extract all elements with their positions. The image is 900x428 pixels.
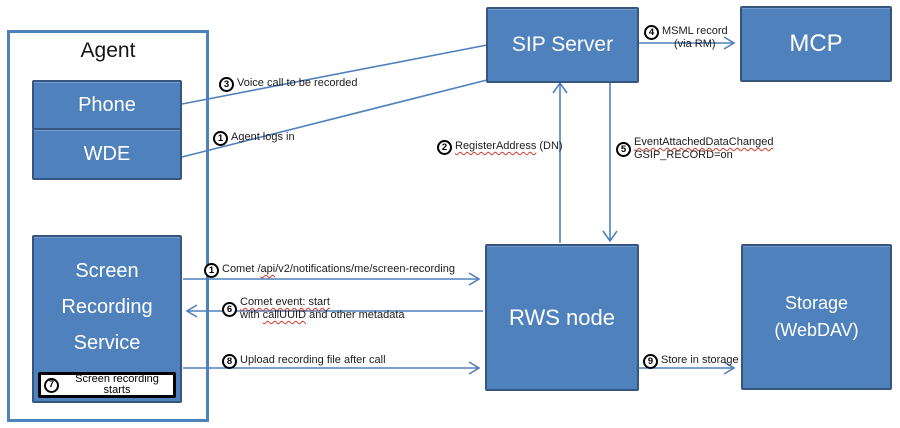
step-7-badge: 7 [44, 377, 59, 393]
step-9-store-label: 9 Store in storage [643, 354, 739, 369]
voice-call-text: Voice call to be recorded [237, 77, 358, 89]
arrow-event-attached [602, 82, 618, 243]
step-6-badge: 6 [222, 301, 237, 317]
storage-label-line: (WebDAV) [774, 320, 859, 340]
storage-label-line: Storage [784, 293, 849, 313]
step-4-badge: 4 [644, 25, 659, 40]
event-attached-text: EventAttachedDataChanged GSIP_RECORD=on [634, 136, 774, 161]
screen-recording-service-box: Screen Recording Service 7 Screen record… [32, 235, 182, 403]
step-1-agent-logs-in-label: 1 Agent logs in [213, 131, 295, 146]
screen-recording-starts-text: Screen recording starts [75, 373, 159, 396]
step-3-badge: 3 [219, 77, 234, 92]
register-address-text: RegisterAddress (DN) [455, 140, 563, 152]
wde-box: WDE [32, 128, 182, 180]
step-1b-badge: 1 [204, 263, 219, 278]
line-agent-logs-in [181, 79, 488, 158]
msml-record-text: MSML record (via RM) [662, 25, 728, 50]
sip-server-box: SIP Server [486, 7, 639, 83]
arrow-comet-subscribe [183, 272, 481, 286]
agent-label: Agent [80, 39, 136, 62]
step-1-badge: 1 [213, 131, 228, 146]
step-5-event-attached-label: 5 EventAttachedDataChanged GSIP_RECORD=o… [616, 136, 773, 162]
arrow-register-address [552, 81, 568, 243]
store-text: Store in storage [661, 354, 739, 366]
comet-event-text: Comet event: start with callUUID and oth… [240, 296, 405, 321]
step-5-badge: 5 [616, 141, 631, 157]
srs-label-line: Recording [61, 296, 153, 318]
mcp-label: MCP [789, 30, 843, 57]
wde-label: WDE [83, 142, 131, 165]
agent-logs-in-text: Agent logs in [231, 131, 295, 143]
comet-subscribe-text: Comet /api/v2/notifications/me/screen-re… [222, 263, 455, 275]
storage-box: Storage (WebDAV) [741, 244, 892, 390]
arrow-comet-event [185, 304, 483, 318]
step-8-upload-label: 8 Upload recording file after call [222, 354, 386, 369]
phone-label: Phone [78, 93, 136, 116]
line-voice-call [181, 44, 488, 105]
step-1-comet-subscribe-label: 1 Comet /api/v2/notifications/me/screen-… [204, 263, 455, 278]
sip-server-label: SIP Server [511, 33, 614, 56]
step-9-badge: 9 [643, 354, 658, 369]
srs-label-line: Service [73, 332, 141, 354]
arrow-msml-record [638, 36, 736, 50]
step-3-voice-call-label: 3 Voice call to be recorded [219, 77, 357, 92]
step-4-msml-record-label: 4 MSML record (via RM) [644, 25, 728, 51]
step-6-comet-event-label: 6 Comet event: start with callUUID and o… [222, 296, 405, 322]
screen-recording-starts-callout: 7 Screen recording starts [38, 372, 176, 398]
rws-node-label: RWS node [509, 304, 615, 330]
srs-label-line: Screen [75, 260, 139, 282]
phone-box: Phone [32, 80, 182, 130]
mcp-box: MCP [740, 6, 892, 82]
step-2-badge: 2 [437, 140, 452, 155]
upload-text: Upload recording file after call [240, 354, 386, 366]
step-8-badge: 8 [222, 354, 237, 369]
rws-node-box: RWS node [485, 244, 639, 391]
step-2-register-address-label: 2 RegisterAddress (DN) [437, 140, 563, 155]
